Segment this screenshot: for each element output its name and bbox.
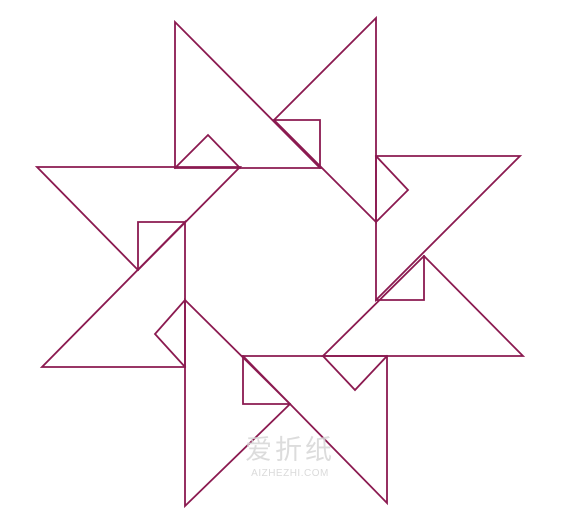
star-piece-bottom-left-fold <box>242 355 291 405</box>
star-piece-right-upper <box>375 155 523 303</box>
star-piece-top-left-fold <box>173 133 242 170</box>
star-piece-bottom-right <box>240 355 388 506</box>
star-piece-right-lower <box>320 254 526 357</box>
star-piece-left-lower-fold <box>153 298 187 369</box>
star-piece-right-upper-fold <box>374 154 410 224</box>
star-piece-top-right-fold <box>273 119 321 169</box>
star-piece-left-lower <box>39 219 186 368</box>
star-piece-top-right <box>272 15 377 225</box>
star-piece-right-lower-fold <box>375 255 425 301</box>
star-piece-top-left <box>174 19 323 169</box>
star-piece-bottom-right-fold <box>321 354 389 392</box>
star-piece-left-upper <box>34 166 243 272</box>
star-pieces <box>34 15 526 509</box>
star-piece-left-upper-fold <box>137 221 186 271</box>
star-piece-bottom-left <box>184 297 292 509</box>
